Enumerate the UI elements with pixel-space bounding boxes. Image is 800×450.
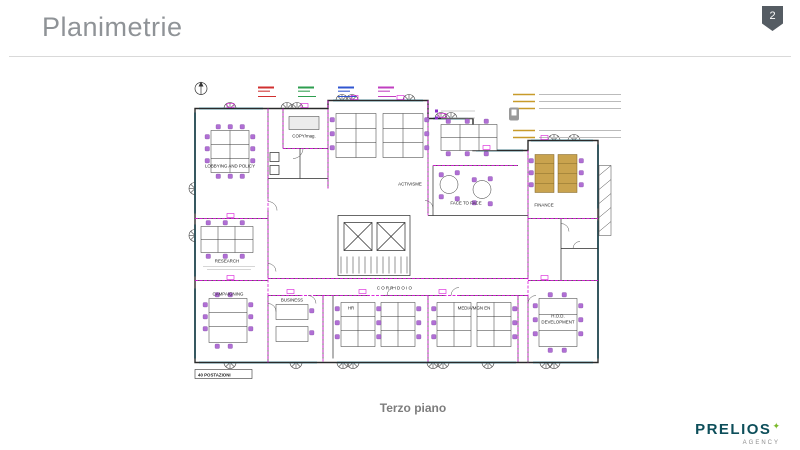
- north-symbol: [194, 81, 208, 95]
- external-hatched-strip: [598, 165, 612, 236]
- legend-left: [258, 86, 396, 97]
- legend-right: [513, 93, 621, 139]
- desks-and-tables: [200, 113, 578, 347]
- room-label-corridoio: CORRIDOIO: [377, 286, 413, 291]
- room-label-media: MEDIA/MGN EN: [458, 306, 491, 311]
- room-label-research: RESEARCH: [215, 259, 239, 264]
- floor-plan: LOBBYING AND POLICY COPY/mag. ACTIVISME …: [188, 81, 621, 379]
- legend-purple-list: [435, 109, 475, 120]
- room-label-copy: COPY/mag.: [292, 134, 315, 139]
- floor-caption: Terzo piano: [379, 401, 447, 415]
- room-label-face-to-face: FACE TO FACE: [450, 201, 481, 206]
- door-arcs: [267, 148, 581, 312]
- workstation-count: 40 POSTAZIONI: [194, 369, 253, 379]
- room-label-business: BUSINESS: [281, 298, 303, 303]
- brand-name: PRELIOS: [695, 421, 772, 438]
- brand-logo: PRELIOS✦ AGENCY: [695, 421, 780, 447]
- header-divider: [9, 56, 791, 57]
- page-number-badge: 2: [762, 6, 783, 31]
- legend-device-icon: [509, 107, 519, 121]
- room-label-finance: FINANCE: [534, 203, 553, 208]
- page-title: Planimetrie: [42, 12, 183, 42]
- room-label-hod-2: DEVELOPMENT: [541, 320, 574, 325]
- room-label-hod-1: H.O.D.: [551, 314, 564, 319]
- room-label-activisme: ACTIVISME: [398, 182, 422, 187]
- room-label-hr: HR: [348, 306, 354, 311]
- room-label-campaigning: CAMPAIGNING: [213, 292, 244, 297]
- floor-plan-container: LOBBYING AND POLICY COPY/mag. ACTIVISME …: [183, 56, 643, 396]
- brand-subtitle: AGENCY: [742, 440, 780, 446]
- sparkle-icon: ✦: [772, 421, 780, 431]
- room-labels: LOBBYING AND POLICY COPY/mag. ACTIVISME …: [203, 134, 575, 325]
- page-number: 2: [769, 10, 776, 22]
- finance-tables: [534, 154, 578, 193]
- room-number-tags: [226, 95, 549, 294]
- workstation-count-label: 40 POSTAZIONI: [198, 373, 231, 378]
- room-label-lobbying: LOBBYING AND POLICY: [205, 164, 255, 169]
